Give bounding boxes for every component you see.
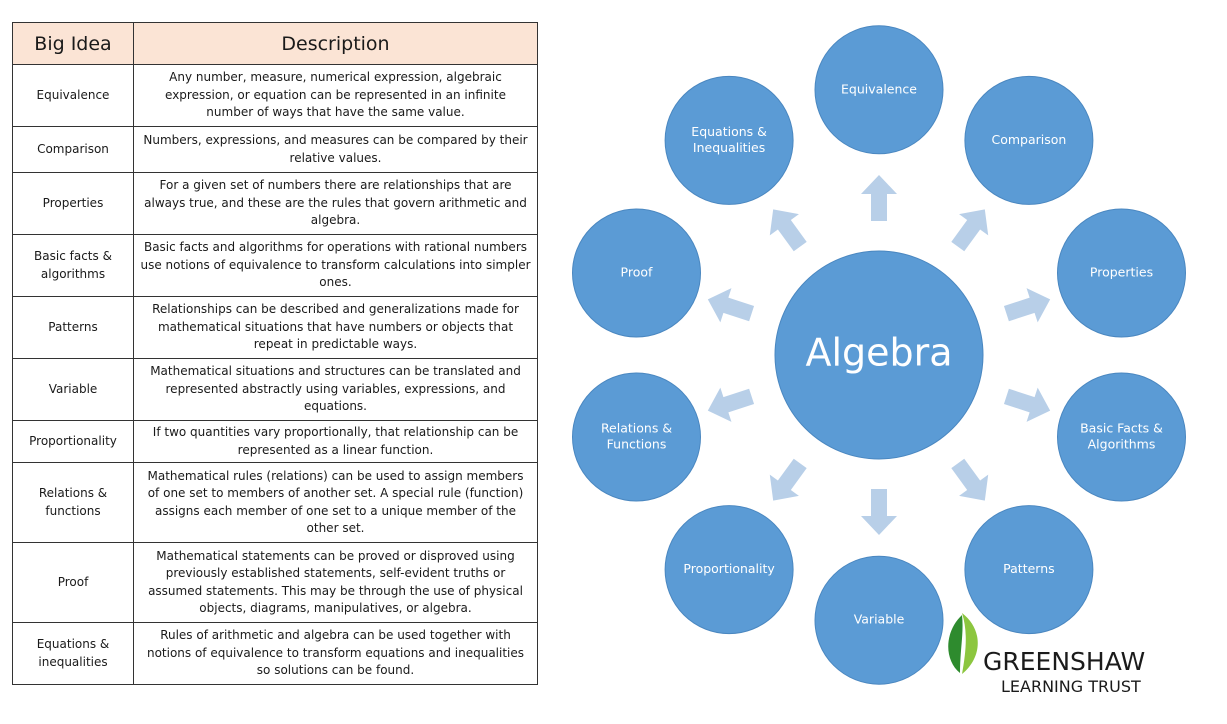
node-proportionality	[664, 505, 794, 635]
node-label-relations-functions: Functions	[607, 437, 667, 452]
center-label: Algebra	[805, 331, 952, 375]
big-idea-cell: Basic facts & algorithms	[12, 234, 134, 297]
big-idea-cell: Variable	[12, 358, 134, 421]
big-idea-cell: Proportionality	[12, 420, 134, 463]
node-label-equivalence: Equivalence	[841, 81, 917, 96]
description-cell: If two quantities vary proportionally, t…	[133, 420, 538, 463]
arrow-basic-facts-algorithms	[1003, 387, 1051, 422]
arrow-relations-functions	[707, 387, 755, 422]
node-label-patterns: Patterns	[1003, 561, 1054, 576]
big-idea-cell: Properties	[12, 172, 134, 235]
node-comparison	[964, 75, 1094, 205]
description-cell: Relationships can be described and gener…	[133, 296, 538, 359]
center-group: Algebra	[774, 250, 984, 460]
description-cell: Basic facts and algorithms for operation…	[133, 234, 538, 297]
header-big-idea: Big Idea	[12, 22, 134, 65]
header-description: Description	[133, 22, 538, 65]
arrow-proportionality	[769, 458, 807, 501]
node-variable	[814, 555, 944, 685]
arrow-properties	[1003, 288, 1051, 323]
node-label-proportionality: Proportionality	[683, 561, 775, 576]
logo-line1: GREENSHAW	[983, 647, 1145, 676]
arrows-group	[707, 175, 1051, 535]
description-cell: Mathematical rules (relations) can be us…	[133, 462, 538, 543]
node-equations-inequalities	[664, 75, 794, 205]
node-properties	[1057, 208, 1186, 338]
big-idea-cell: Patterns	[12, 296, 134, 359]
node-label-variable: Variable	[854, 612, 905, 627]
node-label-comparison: Comparison	[991, 132, 1066, 147]
leaf-dark-icon	[948, 615, 963, 673]
node-relations-functions	[572, 372, 701, 502]
arrow-equations-inequalities	[769, 209, 807, 252]
node-proof	[572, 208, 701, 338]
node-label-relations-functions: Relations &	[601, 421, 672, 436]
node-label-basic-facts-algorithms: Basic Facts &	[1080, 421, 1163, 436]
big-idea-cell: Relations & functions	[12, 462, 134, 543]
arrow-patterns	[951, 458, 989, 501]
description-cell: Rules of arithmetic and algebra can be u…	[133, 622, 538, 685]
big-idea-cell: Equivalence	[12, 64, 134, 127]
leaf-light-icon	[962, 613, 978, 674]
description-cell: For a given set of numbers there are rel…	[133, 172, 538, 235]
big-idea-cell: Proof	[12, 542, 134, 623]
arrow-equivalence	[861, 175, 897, 221]
greenshaw-logo: GREENSHAW LEARNING TRUST	[948, 613, 1145, 696]
arrow-variable	[861, 489, 897, 535]
big-idea-cell: Comparison	[12, 126, 134, 173]
center-node	[774, 250, 984, 460]
big-idea-cell: Equations & inequalities	[12, 622, 134, 685]
node-equivalence	[814, 25, 944, 155]
description-cell: Numbers, expressions, and measures can b…	[133, 126, 538, 173]
logo-line2: LEARNING TRUST	[1001, 677, 1141, 696]
description-cell: Any number, measure, numerical expressio…	[133, 64, 538, 127]
node-label-equations-inequalities: Inequalities	[693, 140, 765, 155]
table-header-row: Big Idea Description	[12, 22, 538, 65]
node-label-basic-facts-algorithms: Algorithms	[1088, 437, 1156, 452]
arrow-proof	[707, 288, 755, 323]
node-patterns	[964, 505, 1094, 635]
node-label-properties: Properties	[1090, 265, 1153, 280]
node-basic-facts-algorithms	[1057, 372, 1186, 502]
description-cell: Mathematical statements can be proved or…	[133, 542, 538, 623]
arrow-comparison	[951, 209, 989, 252]
description-cell: Mathematical situations and structures c…	[133, 358, 538, 421]
node-label-equations-inequalities: Equations &	[691, 124, 767, 139]
node-label-proof: Proof	[621, 265, 653, 280]
